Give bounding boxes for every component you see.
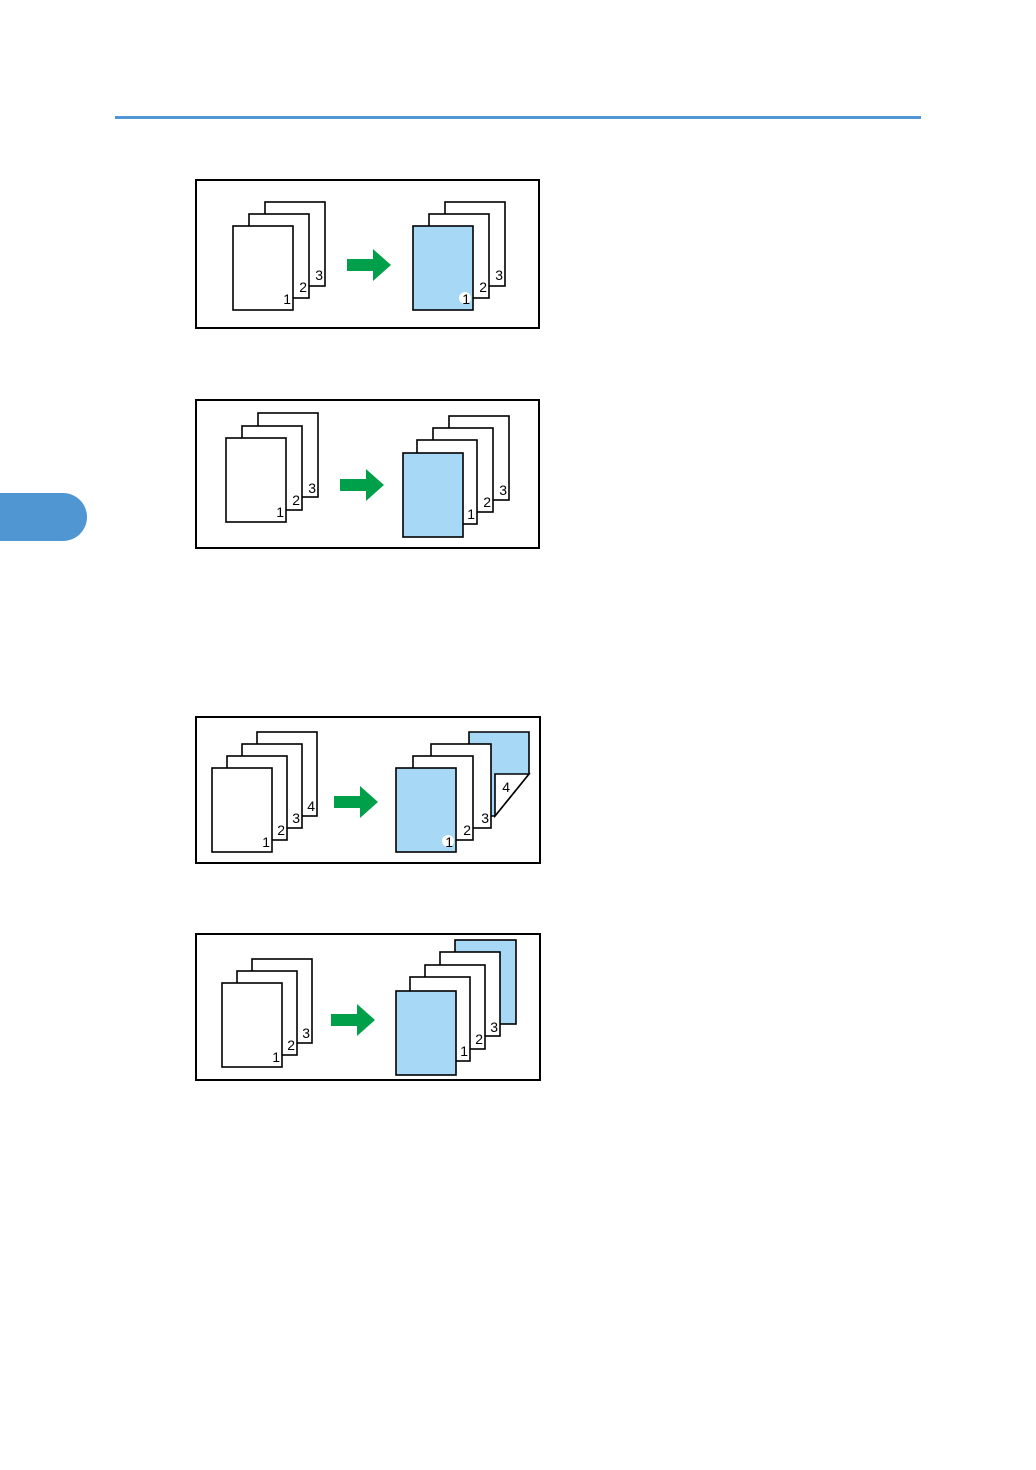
- original-label-2: 2: [292, 492, 300, 508]
- copy-label-3: 3: [481, 810, 489, 826]
- figure-front-back-cover-svg: 4 3 2 1 4 3 2 1: [197, 718, 539, 862]
- copy-label-1: 1: [460, 1043, 468, 1059]
- copy-label-3: 3: [499, 482, 507, 498]
- copy-stack: 3 2 1: [413, 202, 505, 310]
- original-label-1: 1: [283, 291, 291, 307]
- arrow-right-icon: [347, 249, 391, 281]
- original-label-3: 3: [315, 267, 323, 283]
- original-label-1: 1: [272, 1049, 280, 1065]
- original-label-1: 1: [262, 834, 270, 850]
- copy-label-4: 4: [502, 779, 510, 795]
- original-stack: 3 2 1: [233, 202, 325, 310]
- original-label-3: 3: [308, 480, 316, 496]
- copy-label-2: 2: [475, 1031, 483, 1047]
- figure-front-back-cover-blank-svg: 3 2 1 3 2 1: [197, 935, 539, 1079]
- header-rule: [115, 116, 921, 119]
- figure-front-cover-blank: 3 2 1 3 2 1: [195, 399, 540, 549]
- original-label-2: 2: [287, 1037, 295, 1053]
- copy-stack: 3 2 1: [403, 416, 509, 537]
- figure-front-back-cover-blank: 3 2 1 3 2 1: [195, 933, 541, 1081]
- copy-label-1: 1: [467, 506, 475, 522]
- original-stack: 3 2 1: [222, 959, 312, 1067]
- arrow-right-icon: [334, 786, 378, 818]
- chapter-tab: [0, 493, 87, 541]
- copy-stack: 3 2 1: [396, 940, 516, 1075]
- copy-blank-cover-sheet: [396, 991, 456, 1075]
- copy-stack: 4 3 2 1: [396, 732, 529, 852]
- figure-front-cover-svg: 3 2 1 3 2 1: [197, 181, 538, 327]
- original-label-1: 1: [276, 504, 284, 520]
- copy-label-2: 2: [463, 822, 471, 838]
- figure-front-cover: 3 2 1 3 2 1: [195, 179, 540, 329]
- original-label-4: 4: [307, 798, 315, 814]
- copy-label-1: 1: [462, 291, 470, 307]
- copy-label-1: 1: [445, 834, 453, 850]
- copy-label-2: 2: [479, 279, 487, 295]
- original-label-2: 2: [299, 279, 307, 295]
- arrow-right-icon: [331, 1004, 375, 1036]
- copy-label-2: 2: [483, 494, 491, 510]
- original-stack: 3 2 1: [226, 413, 318, 522]
- copy-back-cover-fold: [495, 774, 529, 816]
- copy-blank-cover-sheet: [403, 453, 463, 537]
- copy-label-3: 3: [495, 267, 503, 283]
- original-label-3: 3: [292, 810, 300, 826]
- original-label-3: 3: [302, 1025, 310, 1041]
- arrow-right-icon: [340, 469, 384, 501]
- original-label-2: 2: [277, 822, 285, 838]
- figure-front-back-cover: 4 3 2 1 4 3 2 1: [195, 716, 541, 864]
- original-stack: 4 3 2 1: [212, 732, 317, 852]
- figure-front-cover-blank-svg: 3 2 1 3 2 1: [197, 401, 538, 547]
- copy-label-3: 3: [490, 1019, 498, 1035]
